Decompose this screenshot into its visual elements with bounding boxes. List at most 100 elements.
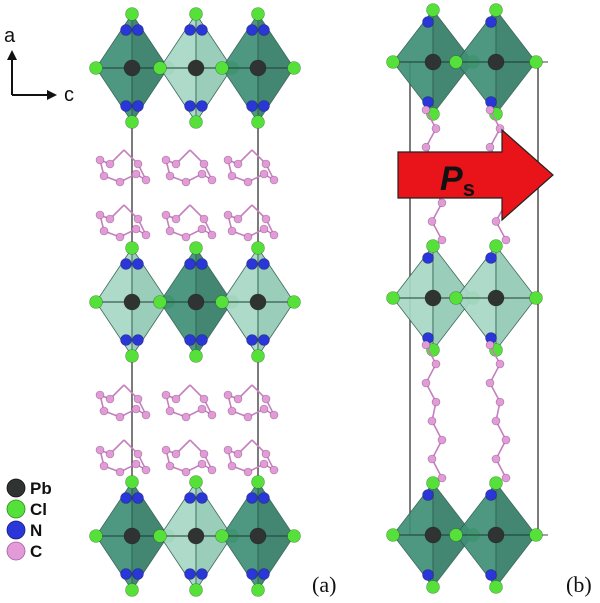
cl-atom (530, 292, 543, 305)
c-atom (116, 413, 124, 421)
cl-atom (252, 116, 265, 129)
n-atom (423, 490, 434, 501)
n-atom (247, 25, 258, 36)
c-atom (228, 227, 236, 235)
c-atom (182, 233, 190, 241)
n-atom (197, 493, 208, 504)
c-atom (224, 391, 232, 399)
c-atom (428, 417, 436, 425)
c-atom (172, 450, 180, 458)
c-atom (224, 156, 232, 164)
axis-a-label: a (4, 25, 16, 47)
pb-atom (488, 527, 504, 543)
c-atom (106, 160, 114, 168)
n-atom (486, 570, 497, 581)
cl-atom (190, 476, 203, 489)
cl-atom (190, 350, 203, 363)
n-atom (197, 569, 208, 580)
c-atom (106, 395, 114, 403)
c-atom (244, 178, 252, 186)
cl-atom (154, 296, 167, 309)
polarization-arrow: Ps (398, 130, 553, 220)
c-atom (100, 172, 108, 180)
c-atom (208, 466, 216, 474)
n-atom (423, 570, 434, 581)
c-atom (438, 236, 446, 244)
legend-pb-label: Pb (30, 479, 52, 498)
c-atom (198, 225, 206, 233)
pb-atom (250, 294, 266, 310)
n-atom (259, 569, 270, 580)
c-atom (162, 211, 170, 219)
pb-atom (488, 290, 504, 306)
c-atom (270, 466, 278, 474)
pb-atom (188, 528, 204, 544)
cl-atom (126, 476, 139, 489)
c-atom (262, 395, 270, 403)
c-atom (172, 395, 180, 403)
c-atom (234, 395, 242, 403)
pb-atom (425, 527, 441, 543)
n-atom (259, 259, 270, 270)
legend-cl-label: Cl (30, 500, 47, 519)
n-atom (133, 493, 144, 504)
n-atom (185, 493, 196, 504)
cl-atom (252, 350, 265, 363)
c-atom (228, 172, 236, 180)
c-atom (244, 233, 252, 241)
c-atom (142, 231, 150, 239)
cl-atom (288, 62, 301, 75)
n-atom (259, 335, 270, 346)
legend-n-swatch (7, 521, 25, 539)
c-atom (142, 466, 150, 474)
c-atom (116, 233, 124, 241)
c-atom (162, 156, 170, 164)
c-atom (208, 176, 216, 184)
c-atom (200, 215, 208, 223)
c-atom (198, 170, 206, 178)
pb-atom (250, 528, 266, 544)
c-atom (492, 417, 500, 425)
cl-atom (252, 584, 265, 597)
n-atom (121, 101, 132, 112)
c-atom (496, 360, 504, 368)
n-atom (121, 259, 132, 270)
c-atom (224, 211, 232, 219)
c-atom (132, 225, 140, 233)
c-atom (134, 215, 142, 223)
c-atom (198, 405, 206, 413)
n-atom (185, 25, 196, 36)
c-atom (162, 446, 170, 454)
c-atom (224, 446, 232, 454)
axes-indicator: a c (4, 25, 74, 106)
c-atom (182, 413, 190, 421)
pb-atom (425, 290, 441, 306)
n-atom (185, 101, 196, 112)
c-atom (486, 341, 494, 349)
c-atom (116, 468, 124, 476)
c-atom (182, 468, 190, 476)
c-atom (234, 160, 242, 168)
cl-atom (90, 62, 103, 75)
c-atom (228, 407, 236, 415)
n-atom (121, 25, 132, 36)
c-atom (244, 413, 252, 421)
pb-atom (425, 54, 441, 70)
c-atom (198, 460, 206, 468)
n-atom (197, 25, 208, 36)
c-atom (96, 391, 104, 399)
cl-atom (288, 530, 301, 543)
c-atom (422, 341, 430, 349)
cl-atom (490, 240, 503, 253)
pb-atom (250, 60, 266, 76)
cl-atom (190, 116, 203, 129)
cl-atom (216, 62, 229, 75)
cl-atom (288, 296, 301, 309)
c-atom (260, 460, 268, 468)
cl-atom (387, 529, 400, 542)
c-atom (200, 450, 208, 458)
cl-atom (126, 116, 139, 129)
cl-atom (126, 584, 139, 597)
c-atom (438, 474, 446, 482)
